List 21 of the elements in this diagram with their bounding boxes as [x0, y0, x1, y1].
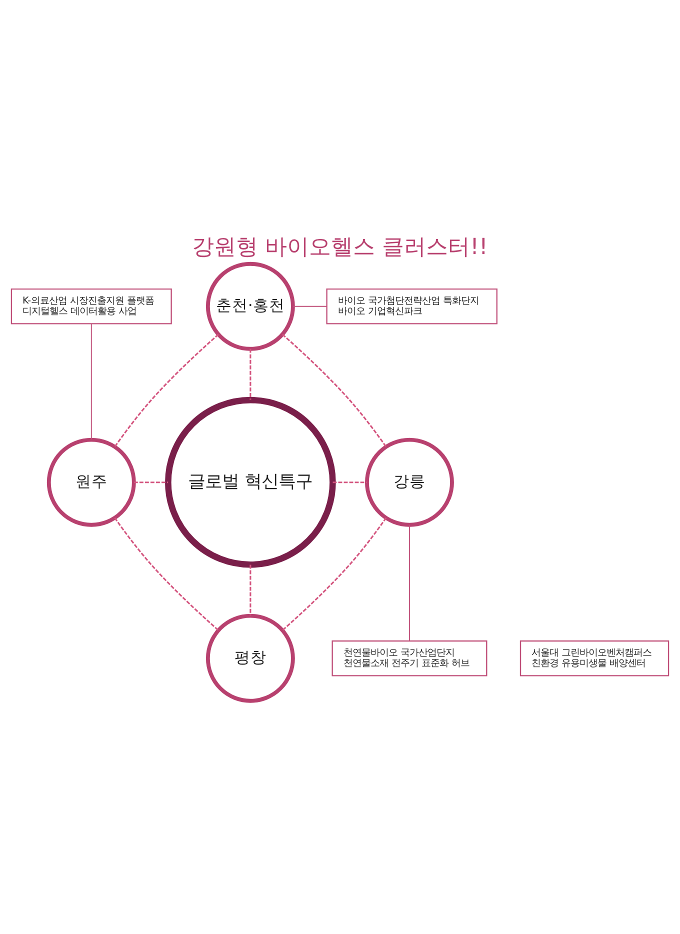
- node-circle: 강릉: [365, 438, 454, 527]
- connector: [90, 323, 92, 440]
- connector: [292, 306, 328, 307]
- connector: [282, 517, 387, 631]
- node-circle: 평창: [206, 614, 295, 703]
- node-box: 천연물바이오 국가산업단지 천연물소재 전주기 표준화 허브: [332, 640, 488, 676]
- diagram-title: 강원형 바이오헬스 클러스터!!: [192, 234, 488, 260]
- node-box: K-의료산업 시장진출지원 플랫폼 디지털헬스 데이터활용 사업: [10, 288, 172, 324]
- connector: [134, 482, 168, 484]
- node-circle: 원주: [46, 438, 136, 527]
- node-circle: 춘천·홍천: [206, 262, 295, 351]
- connector: [250, 348, 252, 400]
- connector: [409, 524, 410, 642]
- connector: [114, 334, 219, 448]
- node-box: 바이오 국가첨단전략산업 특화단지 바이오 기업혁신파크: [326, 288, 498, 324]
- connector: [332, 482, 367, 484]
- node-box: 서울대 그린바이오벤처캠퍼스 친환경 유용미생물 배양센터: [520, 640, 670, 676]
- node-circle: 글로벌 혁신특구: [165, 396, 336, 568]
- connector: [114, 517, 219, 631]
- connector: [282, 334, 387, 448]
- connector: [250, 564, 252, 616]
